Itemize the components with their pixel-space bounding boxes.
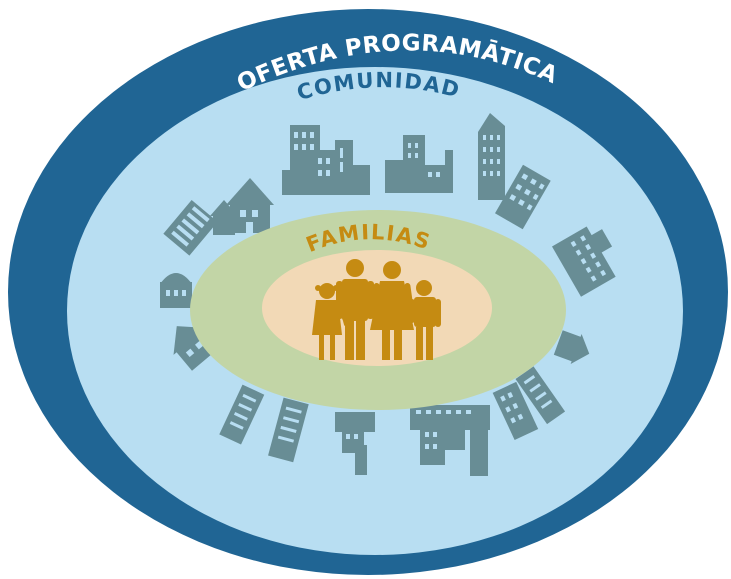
tower-building-icon — [515, 366, 566, 425]
skyscraper-icon — [478, 113, 505, 200]
factory-building-icon — [385, 135, 453, 193]
apartment-building-icon — [495, 164, 551, 230]
office-block-icon — [552, 226, 616, 297]
city-block-icon — [335, 405, 490, 476]
house-icon — [210, 178, 274, 235]
apartment-building-icon — [163, 200, 218, 256]
tower-building-icon — [492, 381, 539, 440]
tower-block-icon — [282, 125, 370, 195]
tall-building-icon — [219, 384, 265, 445]
church-icon — [553, 330, 590, 365]
family-group-icon — [312, 259, 441, 360]
dome-building-icon — [160, 273, 192, 308]
tall-building-icon — [268, 397, 309, 463]
city-buildings-icon — [160, 113, 616, 476]
